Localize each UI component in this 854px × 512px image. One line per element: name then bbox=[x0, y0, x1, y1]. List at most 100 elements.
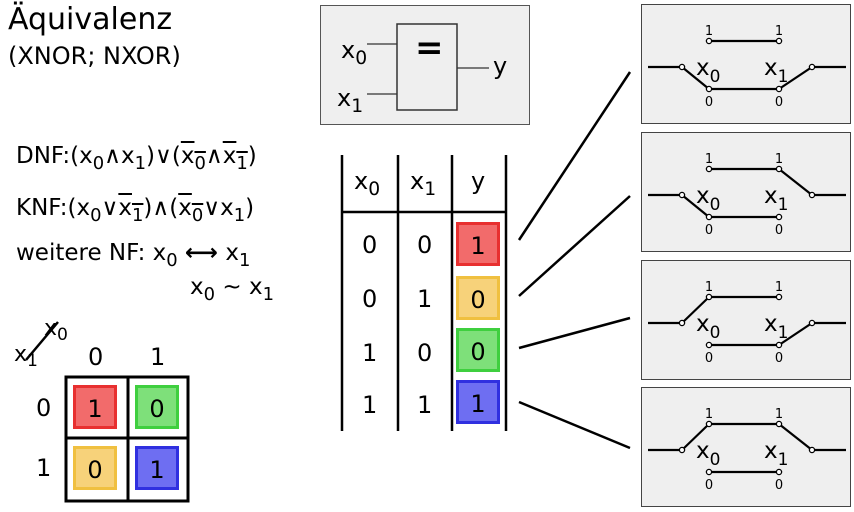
switch-x1-label-sub: 1 bbox=[778, 450, 789, 470]
tilde-formula: x0 ~ x1 bbox=[190, 274, 274, 305]
contact-point-3 bbox=[705, 213, 713, 221]
table-cell-r1-x0: 0 bbox=[362, 285, 378, 313]
connector-row3 bbox=[518, 400, 631, 450]
x1-contact-0-label: 0 bbox=[775, 95, 783, 110]
contact-point-5 bbox=[775, 468, 783, 476]
gate-symbol-panel: = x0 x1 y bbox=[320, 5, 530, 125]
switch-x1-label: x1 bbox=[764, 438, 788, 470]
switch-x1-label: x1 bbox=[764, 311, 788, 343]
switch-x1-label-sub: 1 bbox=[778, 195, 789, 215]
contact-point-5 bbox=[775, 213, 783, 221]
switch-x0-label-sub: 0 bbox=[710, 67, 721, 87]
table-cell-r3-x1: 1 bbox=[417, 391, 433, 419]
switch-x0-blade bbox=[681, 194, 710, 218]
switch-x1-label: x1 bbox=[764, 183, 788, 215]
table-cell-r3-x0: 1 bbox=[362, 391, 378, 419]
kmap-row-label-0: 0 bbox=[36, 394, 52, 422]
table-cell-r3-y: 1 bbox=[456, 380, 500, 424]
table-cell-r0-x1: 0 bbox=[417, 231, 433, 259]
truth-table: x0 x1 y 0 0 1 0 1 0 1 0 0 1 1 1 bbox=[340, 155, 512, 435]
x0-contact-0-label: 0 bbox=[705, 478, 713, 493]
truth-table-grid bbox=[340, 155, 508, 431]
contact-point-3 bbox=[705, 85, 713, 93]
table-header-x1: x1 bbox=[410, 167, 437, 200]
contact-point-5 bbox=[775, 341, 783, 349]
connector-row0 bbox=[517, 71, 632, 241]
table-cell-r1-y: 0 bbox=[456, 276, 500, 320]
kmap-cell-00: 1 bbox=[73, 385, 117, 429]
contact-point-2 bbox=[705, 165, 713, 173]
contact-point-4 bbox=[775, 37, 783, 45]
switch-x1-blade bbox=[778, 423, 813, 451]
kmap-diagonal bbox=[25, 321, 59, 361]
switch-x1-label-sub: 1 bbox=[778, 323, 789, 343]
table-cell-r0-x0: 0 bbox=[362, 231, 378, 259]
switch-x0-label-sub: 0 bbox=[710, 195, 721, 215]
kmap-cell-01: 0 bbox=[135, 385, 179, 429]
x0-contact-1-label: 1 bbox=[705, 152, 713, 167]
switch-x1-label: x1 bbox=[764, 55, 788, 87]
x0-contact-1-label: 1 bbox=[705, 407, 713, 422]
x0-contact-0-label: 0 bbox=[705, 223, 713, 238]
further-nf-formula: weitere NF: x0 ⟷ x1 bbox=[16, 240, 251, 271]
switch-x0-label-sub: 0 bbox=[710, 323, 721, 343]
connector-row1 bbox=[518, 195, 631, 297]
table-cell-r2-y: 0 bbox=[456, 328, 500, 372]
gate-output-y-label: y bbox=[493, 52, 508, 80]
gate-box bbox=[396, 23, 458, 111]
x1-contact-1-label: 1 bbox=[775, 152, 783, 167]
table-header-x0: x0 bbox=[354, 167, 381, 200]
switch-x0-blade bbox=[681, 296, 710, 324]
page-title: Äquivalenz bbox=[8, 2, 173, 37]
contact-point-0 bbox=[678, 63, 686, 71]
table-cell-r2-x0: 1 bbox=[362, 339, 378, 367]
page-subtitle: (XNOR; NXOR) bbox=[8, 42, 181, 70]
kmap-row-label-1: 1 bbox=[36, 454, 52, 482]
kmap-cell-11: 1 bbox=[135, 446, 179, 490]
gate-diagram bbox=[367, 23, 489, 111]
x0-contact-0-label: 0 bbox=[705, 95, 713, 110]
dnf-formula: DNF:(x0∧x1)∨(x0∧x1) bbox=[16, 143, 257, 174]
x0-contact-1-label: 1 bbox=[705, 24, 713, 39]
connector-row2 bbox=[518, 316, 631, 350]
switch-x0-blade bbox=[681, 423, 710, 451]
contact-point-3 bbox=[705, 341, 713, 349]
kmap-col-label-0: 0 bbox=[88, 343, 104, 371]
contact-point-1 bbox=[808, 191, 816, 199]
switch-x1-blade bbox=[778, 66, 813, 90]
contact-point-3 bbox=[705, 468, 713, 476]
karnaugh-map: x0 x1 0 1 0 1 1 0 0 1 bbox=[8, 316, 198, 506]
switch-x0-label-sub: 0 bbox=[710, 450, 721, 470]
switch-x0-label: x0 bbox=[696, 311, 720, 343]
gate-equal-sign: = bbox=[415, 28, 444, 68]
table-cell-r0-y: 1 bbox=[456, 222, 500, 266]
gate-input-x0-label: x0 bbox=[341, 36, 368, 69]
x1-contact-0-label: 0 bbox=[775, 351, 783, 366]
contact-point-2 bbox=[705, 37, 713, 45]
table-cell-r1-x1: 1 bbox=[417, 285, 433, 313]
contact-point-4 bbox=[775, 165, 783, 173]
contact-point-2 bbox=[705, 420, 713, 428]
gate-input-x1-label: x1 bbox=[337, 84, 364, 117]
contact-point-2 bbox=[705, 293, 713, 301]
switch-x1-blade bbox=[778, 168, 813, 196]
x1-contact-1-label: 1 bbox=[775, 280, 783, 295]
switch-x0-label: x0 bbox=[696, 438, 720, 470]
table-header-y: y bbox=[471, 167, 486, 195]
contact-point-4 bbox=[775, 293, 783, 301]
contact-point-1 bbox=[808, 446, 816, 454]
kmap-col-label-1: 1 bbox=[150, 343, 166, 371]
contact-point-1 bbox=[808, 319, 816, 327]
contact-point-0 bbox=[678, 191, 686, 199]
contact-point-5 bbox=[775, 85, 783, 93]
contact-point-4 bbox=[775, 420, 783, 428]
kmap-grid bbox=[25, 321, 190, 503]
x0-contact-0-label: 0 bbox=[705, 351, 713, 366]
